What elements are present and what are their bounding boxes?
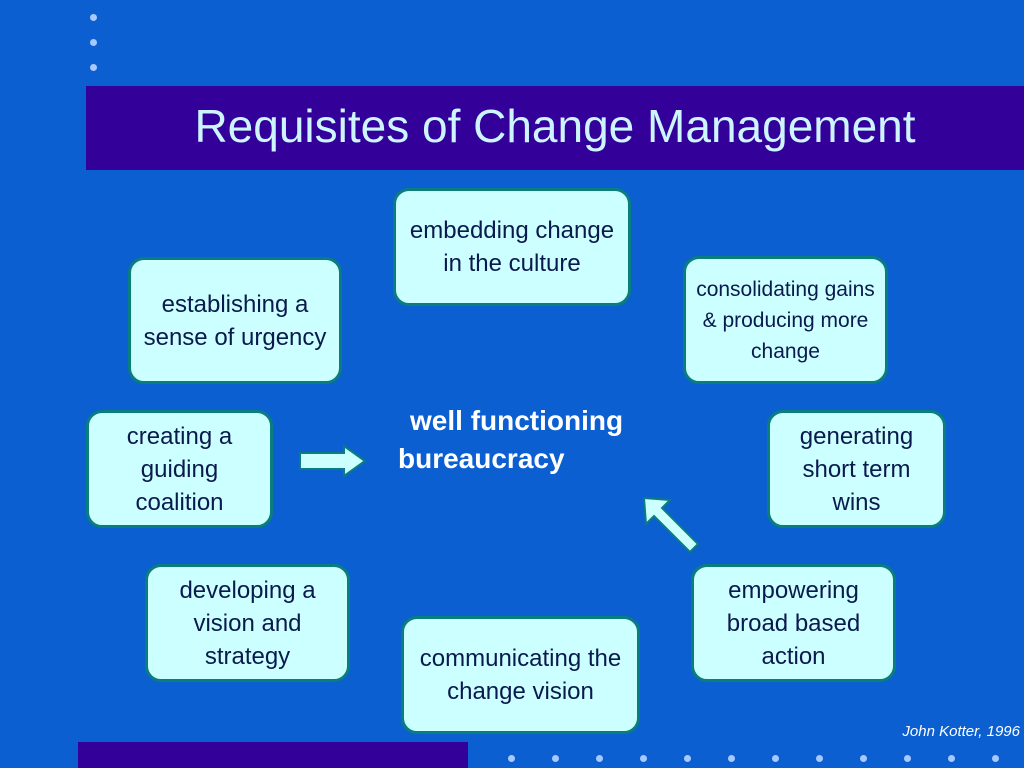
- decor-dot: [728, 755, 735, 762]
- decor-dot: [552, 755, 559, 762]
- decor-dot: [992, 755, 999, 762]
- box-embedding-change: embedding change in the culture: [393, 188, 631, 306]
- center-label: well functioning bureaucracy: [398, 402, 698, 478]
- decor-dot: [684, 755, 691, 762]
- decor-dot: [508, 755, 515, 762]
- box-communicating-vision: communicating the change vision: [401, 616, 640, 734]
- title-band: Requisites of Change Management: [86, 86, 1024, 170]
- slide-title: Requisites of Change Management: [194, 100, 916, 152]
- up-left-arrow-icon: [642, 496, 700, 554]
- decor-dot: [772, 755, 779, 762]
- bottom-band: [78, 742, 468, 768]
- decor-dot: [640, 755, 647, 762]
- right-arrow-icon: [299, 444, 367, 478]
- box-developing-vision: developing a vision and strategy: [145, 564, 350, 682]
- box-generating-wins: generating short term wins: [767, 410, 946, 528]
- decor-dot: [860, 755, 867, 762]
- decor-dot: [90, 64, 97, 71]
- center-label-line1: well functioning: [410, 405, 624, 436]
- decor-dot: [90, 14, 97, 21]
- decor-dot: [904, 755, 911, 762]
- credit-text: John Kotter, 1996: [902, 723, 1020, 740]
- box-consolidating-gains: consolidating gains & producing more cha…: [683, 256, 888, 384]
- decor-dot: [948, 755, 955, 762]
- decor-dot: [90, 39, 97, 46]
- decor-dot: [816, 755, 823, 762]
- box-establishing-urgency: establishing a sense of urgency: [128, 257, 342, 384]
- box-creating-coalition: creating a guiding coalition: [86, 410, 273, 528]
- center-label-line2: bureaucracy: [398, 443, 565, 474]
- decor-dot: [596, 755, 603, 762]
- box-empowering-action: empowering broad based action: [691, 564, 896, 682]
